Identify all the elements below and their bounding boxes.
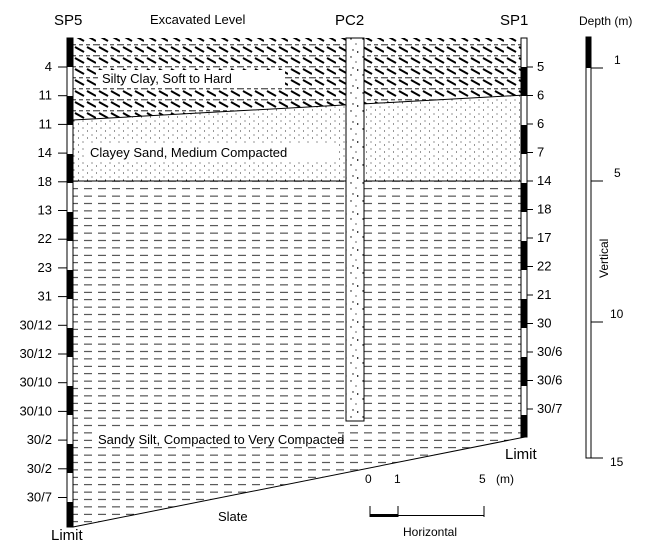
sp1-spt-value-5: 18 — [537, 202, 551, 217]
sp1-spt-value-10: 30/6 — [537, 344, 562, 359]
sp5-spt-value-6: 22 — [38, 231, 52, 246]
sp5-spt-value-13: 30/2 — [27, 432, 52, 447]
vertical-scale-label: Vertical — [597, 239, 611, 278]
sp1-spt-value-0: 5 — [537, 59, 544, 74]
layer-label-sandy-silt: Sandy Silt, Compacted to Very Compacted — [98, 432, 344, 447]
log-label-sp5: SP5 — [54, 12, 82, 29]
depth-tick-10: 10 — [610, 307, 624, 321]
silty-clay-bottom-line — [72, 94, 526, 121]
sp5-spt-value-9: 30/12 — [19, 317, 52, 332]
depth-tick-1: 1 — [614, 53, 621, 67]
sp5-spt-value-15: 30/7 — [27, 490, 52, 505]
sp1-spt-value-8: 21 — [537, 287, 551, 302]
sp1-spt-value-4: 14 — [537, 173, 551, 188]
layer-label-slate: Slate — [218, 509, 248, 524]
sp1-spt-value-1: 6 — [537, 88, 544, 103]
sp5-spt-value-5: 13 — [38, 203, 52, 218]
depth-tick-5: 5 — [614, 166, 621, 180]
sp5-spt-value-2: 11 — [39, 116, 53, 131]
sp5-spt-value-1: 11 — [39, 88, 53, 103]
sp5-spt-value-11: 30/10 — [19, 375, 52, 390]
limit-label-sp5: Limit — [51, 527, 84, 544]
depth-axis-title: Depth (m) — [579, 14, 632, 28]
log-label-pc2: PC2 — [335, 12, 364, 29]
layer-label-silty-clay: Silty Clay, Soft to Hard — [102, 71, 232, 86]
depth-tick-15: 15 — [610, 455, 624, 469]
slate-boundary-line — [72, 436, 526, 528]
sp1-spt-value-2: 6 — [537, 116, 544, 131]
sp5-spt-value-10: 30/12 — [19, 346, 52, 361]
sp5-spt-value-14: 30/2 — [27, 461, 52, 476]
horizontal-unit: (m) — [496, 472, 514, 486]
sp1-spt-value-11: 30/6 — [537, 373, 562, 388]
sp5-spt-value-12: 30/10 — [19, 403, 52, 418]
excavated-level-label: Excavated Level — [150, 12, 246, 27]
sp1-spt-value-12: 30/7 — [537, 401, 562, 416]
sp5-spt-value-7: 23 — [38, 260, 52, 275]
vertical-depth-scale: 1 5 10 15 Vertical — [585, 36, 624, 469]
borehole-log-sp1 — [520, 37, 528, 438]
horizontal-tick-1: 1 — [394, 472, 401, 486]
sandy-silt-layer — [73, 181, 525, 527]
sp1-spt-value-6: 17 — [537, 230, 551, 245]
sp5-spt-value-8: 31 — [38, 289, 52, 304]
log-label-sp1: SP1 — [500, 12, 528, 29]
sp5-spt-value-3: 14 — [38, 145, 52, 160]
sp5-spt-value-4: 18 — [38, 174, 52, 189]
horizontal-scale-label: Horizontal — [403, 525, 457, 539]
pile-pc2 — [345, 37, 365, 422]
horizontal-scale: 0 1 5 (m) Horizontal — [365, 472, 514, 539]
horizontal-tick-0: 0 — [365, 472, 372, 486]
borehole-log-sp5 — [66, 37, 74, 528]
silty-clay-layer — [73, 38, 525, 120]
sp1-spt-value-7: 22 — [537, 259, 551, 274]
sp1-spt-value-3: 7 — [537, 145, 544, 160]
limit-label-sp1: Limit — [505, 446, 538, 463]
layer-label-clayey-sand: Clayey Sand, Medium Compacted — [90, 145, 287, 160]
horizontal-tick-5: 5 — [479, 472, 486, 486]
sp1-spt-value-9: 30 — [537, 316, 551, 331]
sp5-spt-value-0: 4 — [45, 59, 52, 74]
